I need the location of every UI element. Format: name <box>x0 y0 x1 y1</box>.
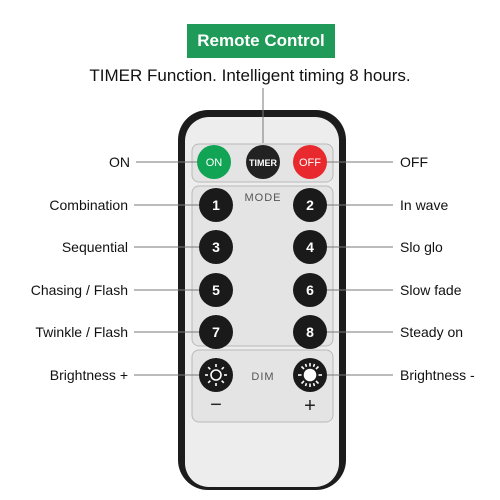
dim-minus-sign: − <box>210 394 222 416</box>
steady-on-label: Steady on <box>400 324 464 340</box>
mode-button-6-label: 6 <box>306 282 314 298</box>
mode-button-5-label: 5 <box>212 282 220 298</box>
mode-button-4-label: 4 <box>306 239 314 255</box>
brightness-up-button[interactable] <box>199 358 233 392</box>
dim-plus-sign: + <box>304 395 316 417</box>
mode-button-8[interactable]: 8 <box>293 315 327 349</box>
callout-lines <box>134 88 393 376</box>
remote-control-badge: Remote Control <box>187 24 335 58</box>
brightness-up-label: Brightness + <box>49 367 128 383</box>
slo-glo-label: Slo glo <box>400 239 443 255</box>
mode-button-2[interactable]: 2 <box>293 188 327 222</box>
on-callout-label: ON <box>109 154 130 170</box>
mode-button-6[interactable]: 6 <box>293 273 327 307</box>
mode-label: MODE <box>245 192 282 204</box>
mode-button-1-label: 1 <box>212 197 220 213</box>
timer-button[interactable]: TIMER <box>246 145 280 179</box>
off-callout-label: OFF <box>400 154 428 170</box>
twinkle-flash-label: Twinkle / Flash <box>35 324 128 340</box>
mode-button-8-label: 8 <box>306 324 314 340</box>
chasing-flash-label: Chasing / Flash <box>30 282 128 298</box>
mode-button-3[interactable]: 3 <box>199 230 233 264</box>
off-button-label: OFF <box>299 157 321 169</box>
mode-button-1[interactable]: 1 <box>199 188 233 222</box>
brightness-full-icon <box>298 363 322 387</box>
mode-button-7-label: 7 <box>212 324 220 340</box>
on-button-label: ON <box>206 157 223 169</box>
mode-button-5[interactable]: 5 <box>199 273 233 307</box>
on-button[interactable]: ON <box>197 145 231 179</box>
combination-label: Combination <box>49 197 128 213</box>
mode-button-3-label: 3 <box>212 239 220 255</box>
timer-button-label: TIMER <box>249 158 277 168</box>
brightness-down-button[interactable] <box>293 358 327 392</box>
brightness-down-label: Brightness - <box>400 367 475 383</box>
mode-button-7[interactable]: 7 <box>199 315 233 349</box>
in-wave-label: In wave <box>400 197 449 213</box>
mode-button-panel <box>191 185 334 347</box>
mode-button-2-label: 2 <box>306 197 314 213</box>
dim-label: DIM <box>251 371 274 383</box>
sequential-label: Sequential <box>61 239 128 255</box>
off-button[interactable]: OFF <box>293 145 327 179</box>
mode-button-4[interactable]: 4 <box>293 230 327 264</box>
timer-function-caption: TIMER Function. Intelligent timing 8 hou… <box>89 66 411 85</box>
slow-fade-label: Slow fade <box>400 282 462 298</box>
brightness-outline-icon <box>205 364 227 386</box>
